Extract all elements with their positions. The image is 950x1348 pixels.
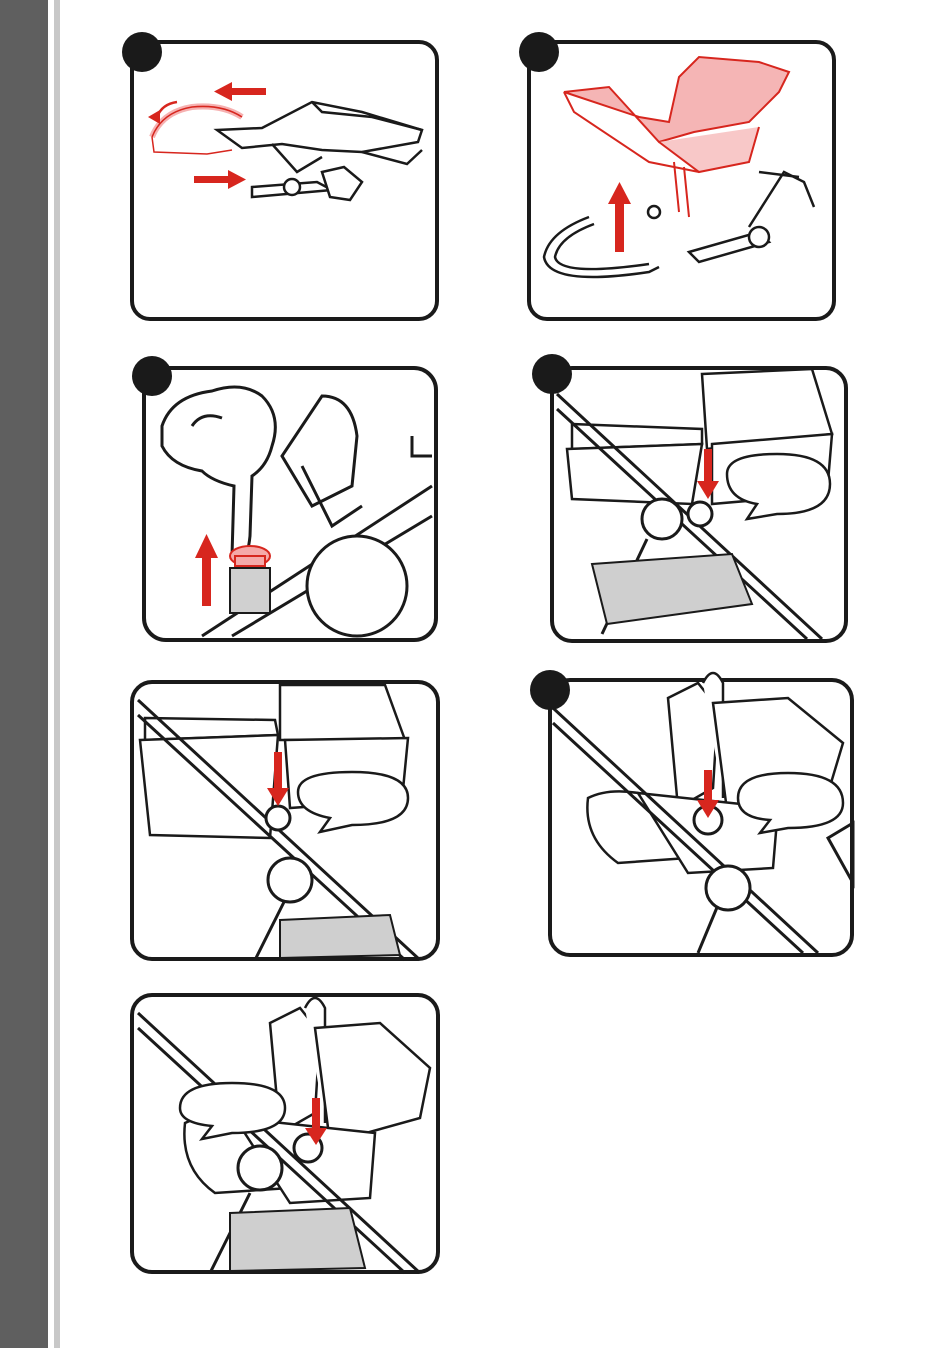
left-sidebar-line [54, 0, 60, 1348]
step-badge [132, 356, 172, 396]
step-badge [122, 32, 162, 72]
panel-press-release-button [132, 356, 442, 646]
step-badge [519, 32, 559, 72]
panel-attach-car-seat-b [130, 993, 442, 1277]
panel-attach-carrycot-a [532, 354, 852, 646]
basket-mesh [230, 1208, 365, 1271]
panel-frame [132, 42, 437, 319]
release-button-icon [230, 546, 270, 613]
step-badge [532, 354, 572, 394]
panel-lift-seat-fabric [519, 32, 839, 324]
left-sidebar-strip [0, 0, 48, 1348]
step-badge [530, 670, 570, 710]
basket-mesh [280, 915, 400, 958]
panel-attach-car-seat-a [528, 668, 858, 960]
panel-remove-canopy-frame [122, 32, 442, 324]
panel-attach-carrycot-b [130, 680, 442, 964]
